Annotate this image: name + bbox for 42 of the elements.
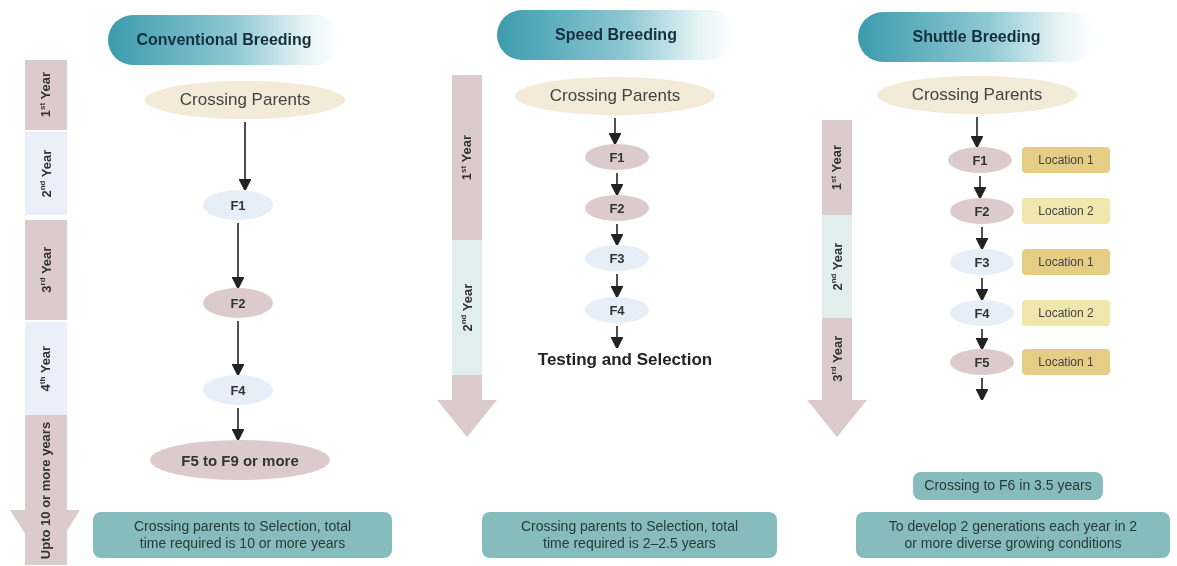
- summary-box: To develop 2 generations each year in 2 or more diverse growing conditions: [856, 512, 1170, 558]
- stage-ellipse: Crossing Parents: [145, 81, 345, 119]
- arrow: [975, 328, 989, 351]
- generation-ellipse: F1: [948, 147, 1012, 173]
- arrow: [975, 226, 989, 251]
- generation-ellipse: F5 to F9 or more: [150, 440, 330, 480]
- stage-ellipse: Crossing Parents: [877, 76, 1077, 114]
- arrow: [610, 273, 624, 299]
- generation-ellipse: F2: [585, 195, 649, 221]
- arrow: [610, 223, 624, 247]
- generation-ellipse: F2: [950, 198, 1014, 224]
- location-tag: Location 2: [1022, 300, 1110, 326]
- generation-ellipse: F1: [585, 144, 649, 170]
- stage-label: Testing and Selection: [520, 348, 730, 372]
- generation-ellipse: F4: [203, 375, 273, 405]
- generation-ellipse: F1: [203, 190, 273, 220]
- arrow: [231, 222, 245, 290]
- arrow: [231, 320, 245, 377]
- generation-ellipse: F5: [950, 349, 1014, 375]
- generation-ellipse: F2: [203, 288, 273, 318]
- location-tag: Location 1: [1022, 249, 1110, 275]
- stage-ellipse: Crossing Parents: [515, 77, 715, 115]
- arrow: [970, 116, 984, 149]
- arrow: [608, 117, 622, 146]
- location-tag: Location 2: [1022, 198, 1110, 224]
- arrow: [610, 172, 624, 197]
- arrow: [231, 407, 245, 442]
- arrow: [610, 325, 624, 350]
- generation-ellipse: F3: [950, 249, 1014, 275]
- summary-box: Crossing parents to Selection, total time required is 10 or more years: [93, 512, 392, 558]
- location-tag: Location 1: [1022, 147, 1110, 173]
- summary-box: Crossing to F6 in 3.5 years: [913, 472, 1103, 500]
- year-band: Upto 10 or more years: [25, 415, 67, 565]
- arrow: [238, 121, 252, 192]
- location-tag: Location 1: [1022, 349, 1110, 375]
- summary-box: Crossing parents to Selection, total time required is 2–2.5 years: [482, 512, 777, 558]
- generation-ellipse: F4: [585, 297, 649, 323]
- arrow: [975, 277, 989, 302]
- arrow: [975, 377, 989, 402]
- generation-ellipse: F3: [585, 245, 649, 271]
- arrow: [973, 175, 987, 200]
- generation-ellipse: F4: [950, 300, 1014, 326]
